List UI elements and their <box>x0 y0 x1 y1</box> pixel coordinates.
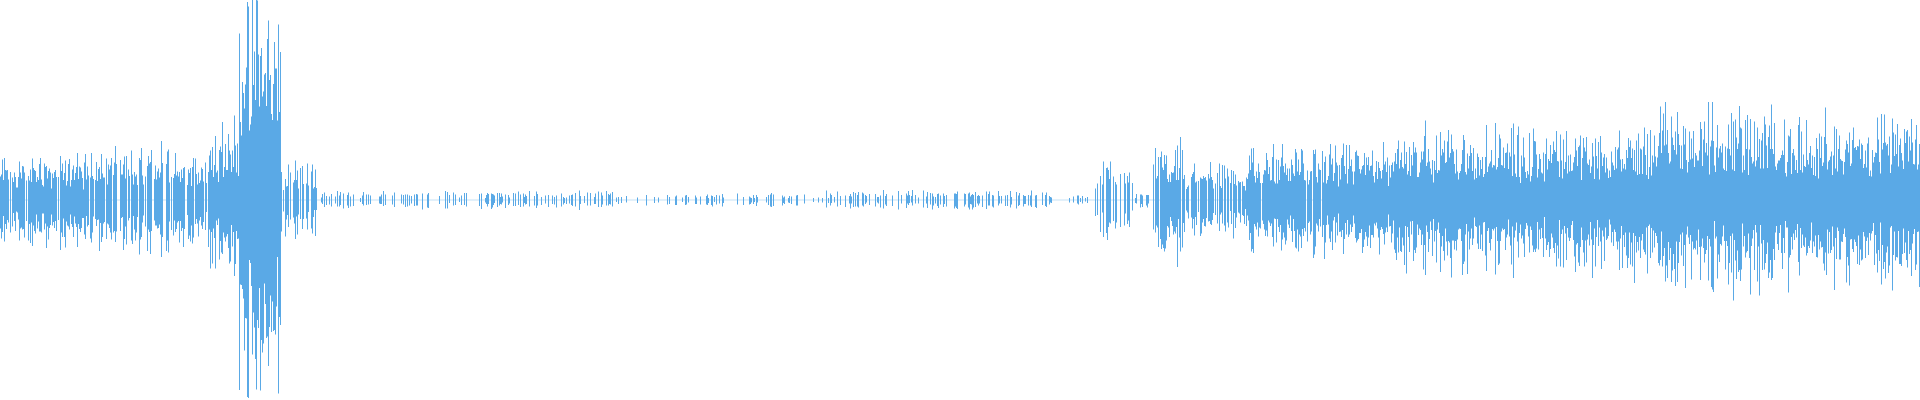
audio-waveform[interactable] <box>0 0 1920 400</box>
waveform-panel[interactable] <box>0 0 1920 400</box>
waveform-peaks <box>0 0 1920 398</box>
